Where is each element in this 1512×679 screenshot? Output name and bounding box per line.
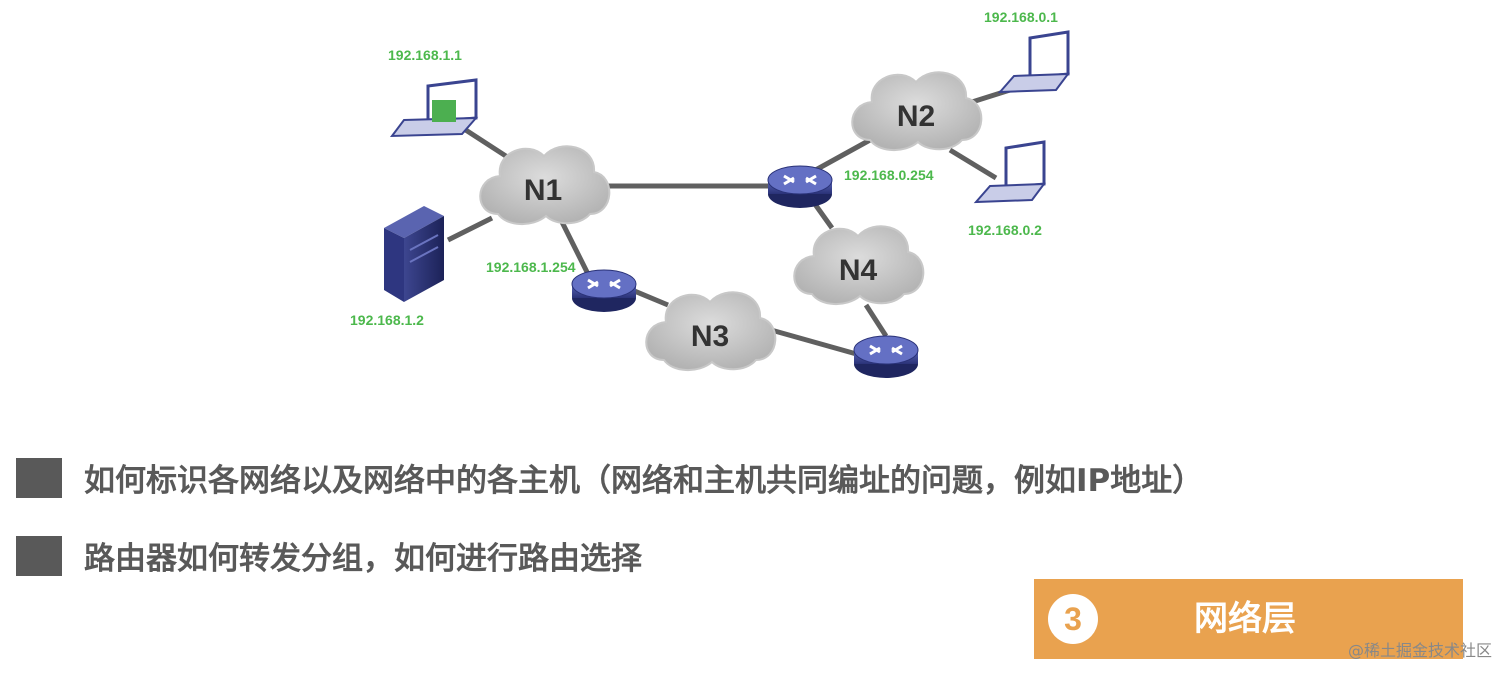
link-n3-router3 bbox=[763, 325, 861, 358]
bullet-row-addressing: 如何标识各网络以及网络中的各主机（网络和主机共同编址的问题，例如IP地址） bbox=[16, 455, 1203, 500]
ip-laptop1: 192.168.1.1 bbox=[388, 47, 462, 63]
cloud-n4: N4 bbox=[793, 225, 925, 305]
layer-banner: 3 网络层 bbox=[1034, 579, 1463, 659]
router-1-icon bbox=[571, 269, 637, 312]
cloud-n3: N3 bbox=[645, 291, 777, 371]
ip-labels: 192.168.1.1 192.168.1.2 192.168.1.254 19… bbox=[350, 9, 1058, 328]
bullet-square-icon bbox=[16, 535, 62, 576]
bullet-row-routing: 路由器如何转发分组，如何进行路由选择 bbox=[16, 533, 642, 578]
cloud-n1: N1 bbox=[479, 145, 611, 225]
link-laptop1-n1 bbox=[456, 122, 514, 163]
link-n4-router3 bbox=[863, 303, 889, 338]
n2-label: N2 bbox=[897, 100, 935, 133]
bullet-text: 如何标识各网络以及网络中的各主机（网络和主机共同编址的问题，例如IP地址） bbox=[84, 463, 1204, 499]
ip-laptop2: 192.168.0.1 bbox=[984, 9, 1058, 25]
layer-label: 网络层 bbox=[1194, 599, 1296, 639]
bullet-text: 路由器如何转发分组，如何进行路由选择 bbox=[84, 541, 642, 577]
layer-number-badge: 3 bbox=[1048, 594, 1098, 644]
network-topology-diagram: N1 N2 N3 N4 bbox=[350, 9, 1071, 378]
n3-label: N3 bbox=[691, 320, 729, 353]
links bbox=[446, 87, 1011, 358]
link-router2-n2 bbox=[810, 137, 872, 175]
ip-router1: 192.168.1.254 bbox=[486, 259, 576, 275]
router-3-icon bbox=[853, 335, 919, 378]
ip-server: 192.168.1.2 bbox=[350, 312, 424, 328]
server-icon bbox=[384, 206, 444, 302]
cloud-n2: N2 bbox=[851, 71, 983, 151]
ip-laptop3: 192.168.0.2 bbox=[968, 222, 1042, 238]
ip-router2: 192.168.0.254 bbox=[844, 167, 934, 183]
link-server-n1 bbox=[446, 215, 494, 243]
laptop-2-icon bbox=[997, 30, 1071, 94]
bullet-square-icon bbox=[16, 457, 62, 498]
laptop-1-icon bbox=[389, 78, 479, 138]
n4-label: N4 bbox=[839, 254, 878, 287]
link-router1-n3 bbox=[631, 287, 669, 308]
link-n1-router1 bbox=[559, 220, 593, 280]
router-2-icon bbox=[767, 165, 833, 208]
link-n2-laptop3 bbox=[948, 147, 998, 181]
laptop-3-icon bbox=[973, 140, 1047, 204]
credit-watermark: @稀土掘金技术社区 bbox=[1347, 641, 1492, 660]
n1-label: N1 bbox=[524, 174, 562, 207]
